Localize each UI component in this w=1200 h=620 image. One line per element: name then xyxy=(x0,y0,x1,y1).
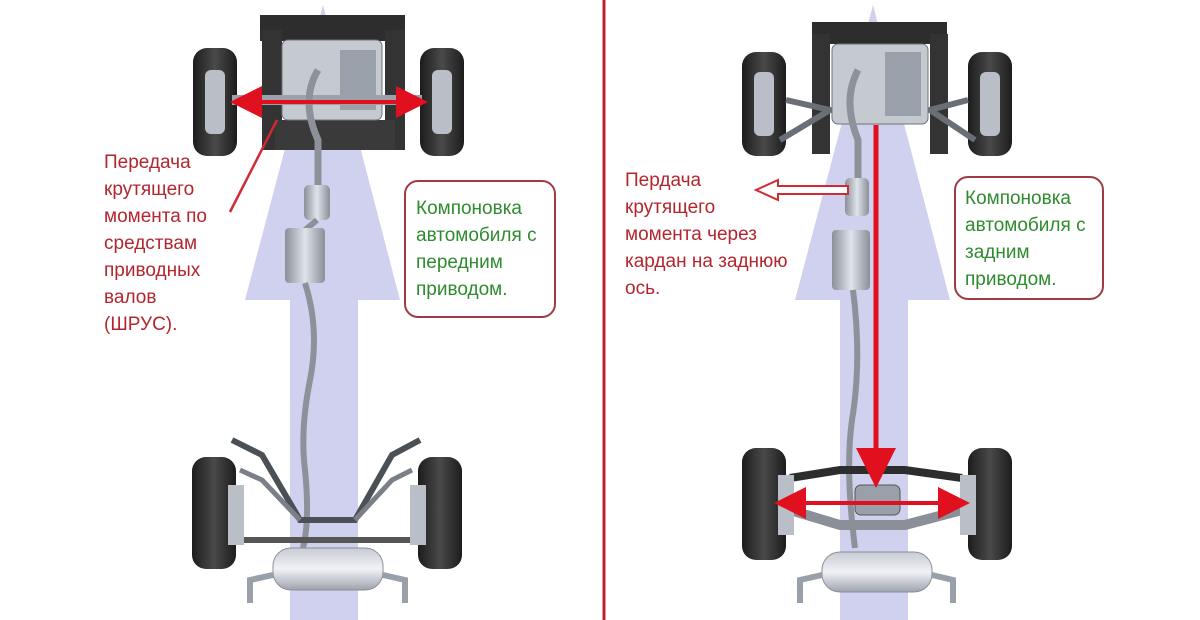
direction-arrow xyxy=(245,5,400,620)
fwd-layout-label: Компоновка автомобиля с передним приводо… xyxy=(416,198,537,300)
fwd-chassis xyxy=(192,5,464,620)
rear-right-wheel xyxy=(418,457,462,569)
rear-muffler xyxy=(821,551,933,593)
rwd-torque-label: Пердача крутящего момента через кардан н… xyxy=(625,170,788,299)
fwd-torque-label: Передача крутящего момента по средствам … xyxy=(104,152,207,335)
direction-arrow xyxy=(795,5,950,620)
rear-left-wheel xyxy=(192,457,236,569)
rear-right-wheel xyxy=(968,448,1012,560)
rwd-layout-box: Компоновка автомобиля с задним приводом. xyxy=(954,176,1104,300)
rwd-layout-label: Компоновка автомобиля с задним приводом. xyxy=(965,188,1086,290)
rear-left-wheel xyxy=(742,448,786,560)
rwd-chassis xyxy=(742,5,1012,620)
fwd-layout-box: Компоновка автомобиля с передним приводо… xyxy=(404,180,556,318)
pointer-arrow xyxy=(753,178,849,202)
rear-muffler xyxy=(272,547,384,591)
pointer-line xyxy=(228,119,279,213)
